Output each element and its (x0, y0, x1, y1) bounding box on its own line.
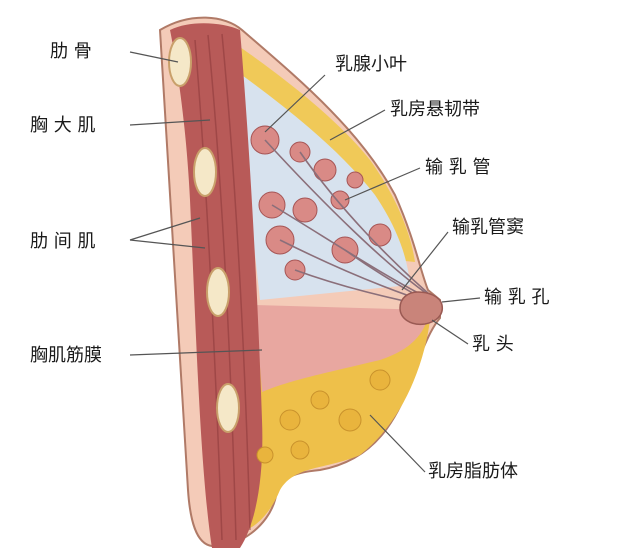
leader-pore (441, 297, 481, 303)
rib-4 (216, 383, 240, 433)
label-pore: 输 乳 孔 (484, 287, 550, 308)
leader-pectoralis (129, 119, 211, 126)
label-fat: 乳房脂肪体 (428, 461, 518, 482)
label-suspensory-ligament: 乳房悬韧带 (390, 99, 480, 120)
ribs (168, 37, 240, 433)
label-pectoral-fascia: 胸肌筋膜 (30, 345, 102, 366)
label-lobule: 乳腺小叶 (335, 54, 407, 75)
leader-lobule (264, 74, 326, 133)
label-nipple: 乳 头 (472, 334, 514, 355)
rib-3 (206, 267, 230, 317)
leader-duct (344, 167, 421, 201)
nipple (399, 291, 444, 326)
leader-lines (129, 51, 481, 473)
label-rib: 肋 骨 (50, 41, 92, 62)
leader-intercostal-1 (129, 217, 201, 241)
label-sinus: 输乳管窦 (452, 217, 524, 238)
label-pectoralis-major: 胸 大 肌 (30, 115, 96, 136)
leader-fascia (129, 349, 263, 356)
connective-region (255, 305, 430, 392)
label-duct: 输 乳 管 (425, 157, 491, 178)
leader-nipple (431, 319, 469, 345)
leader-sinus (401, 231, 449, 291)
rib-1 (168, 37, 192, 87)
leader-fat (369, 414, 426, 473)
label-intercostal: 肋 间 肌 (30, 231, 96, 252)
muscle-fibers (194, 33, 251, 541)
leader-ligament (329, 109, 386, 141)
rib-2 (193, 147, 217, 197)
leader-rib (129, 51, 179, 63)
fat-lobules (256, 369, 391, 464)
leader-intercostal-2 (129, 239, 206, 249)
